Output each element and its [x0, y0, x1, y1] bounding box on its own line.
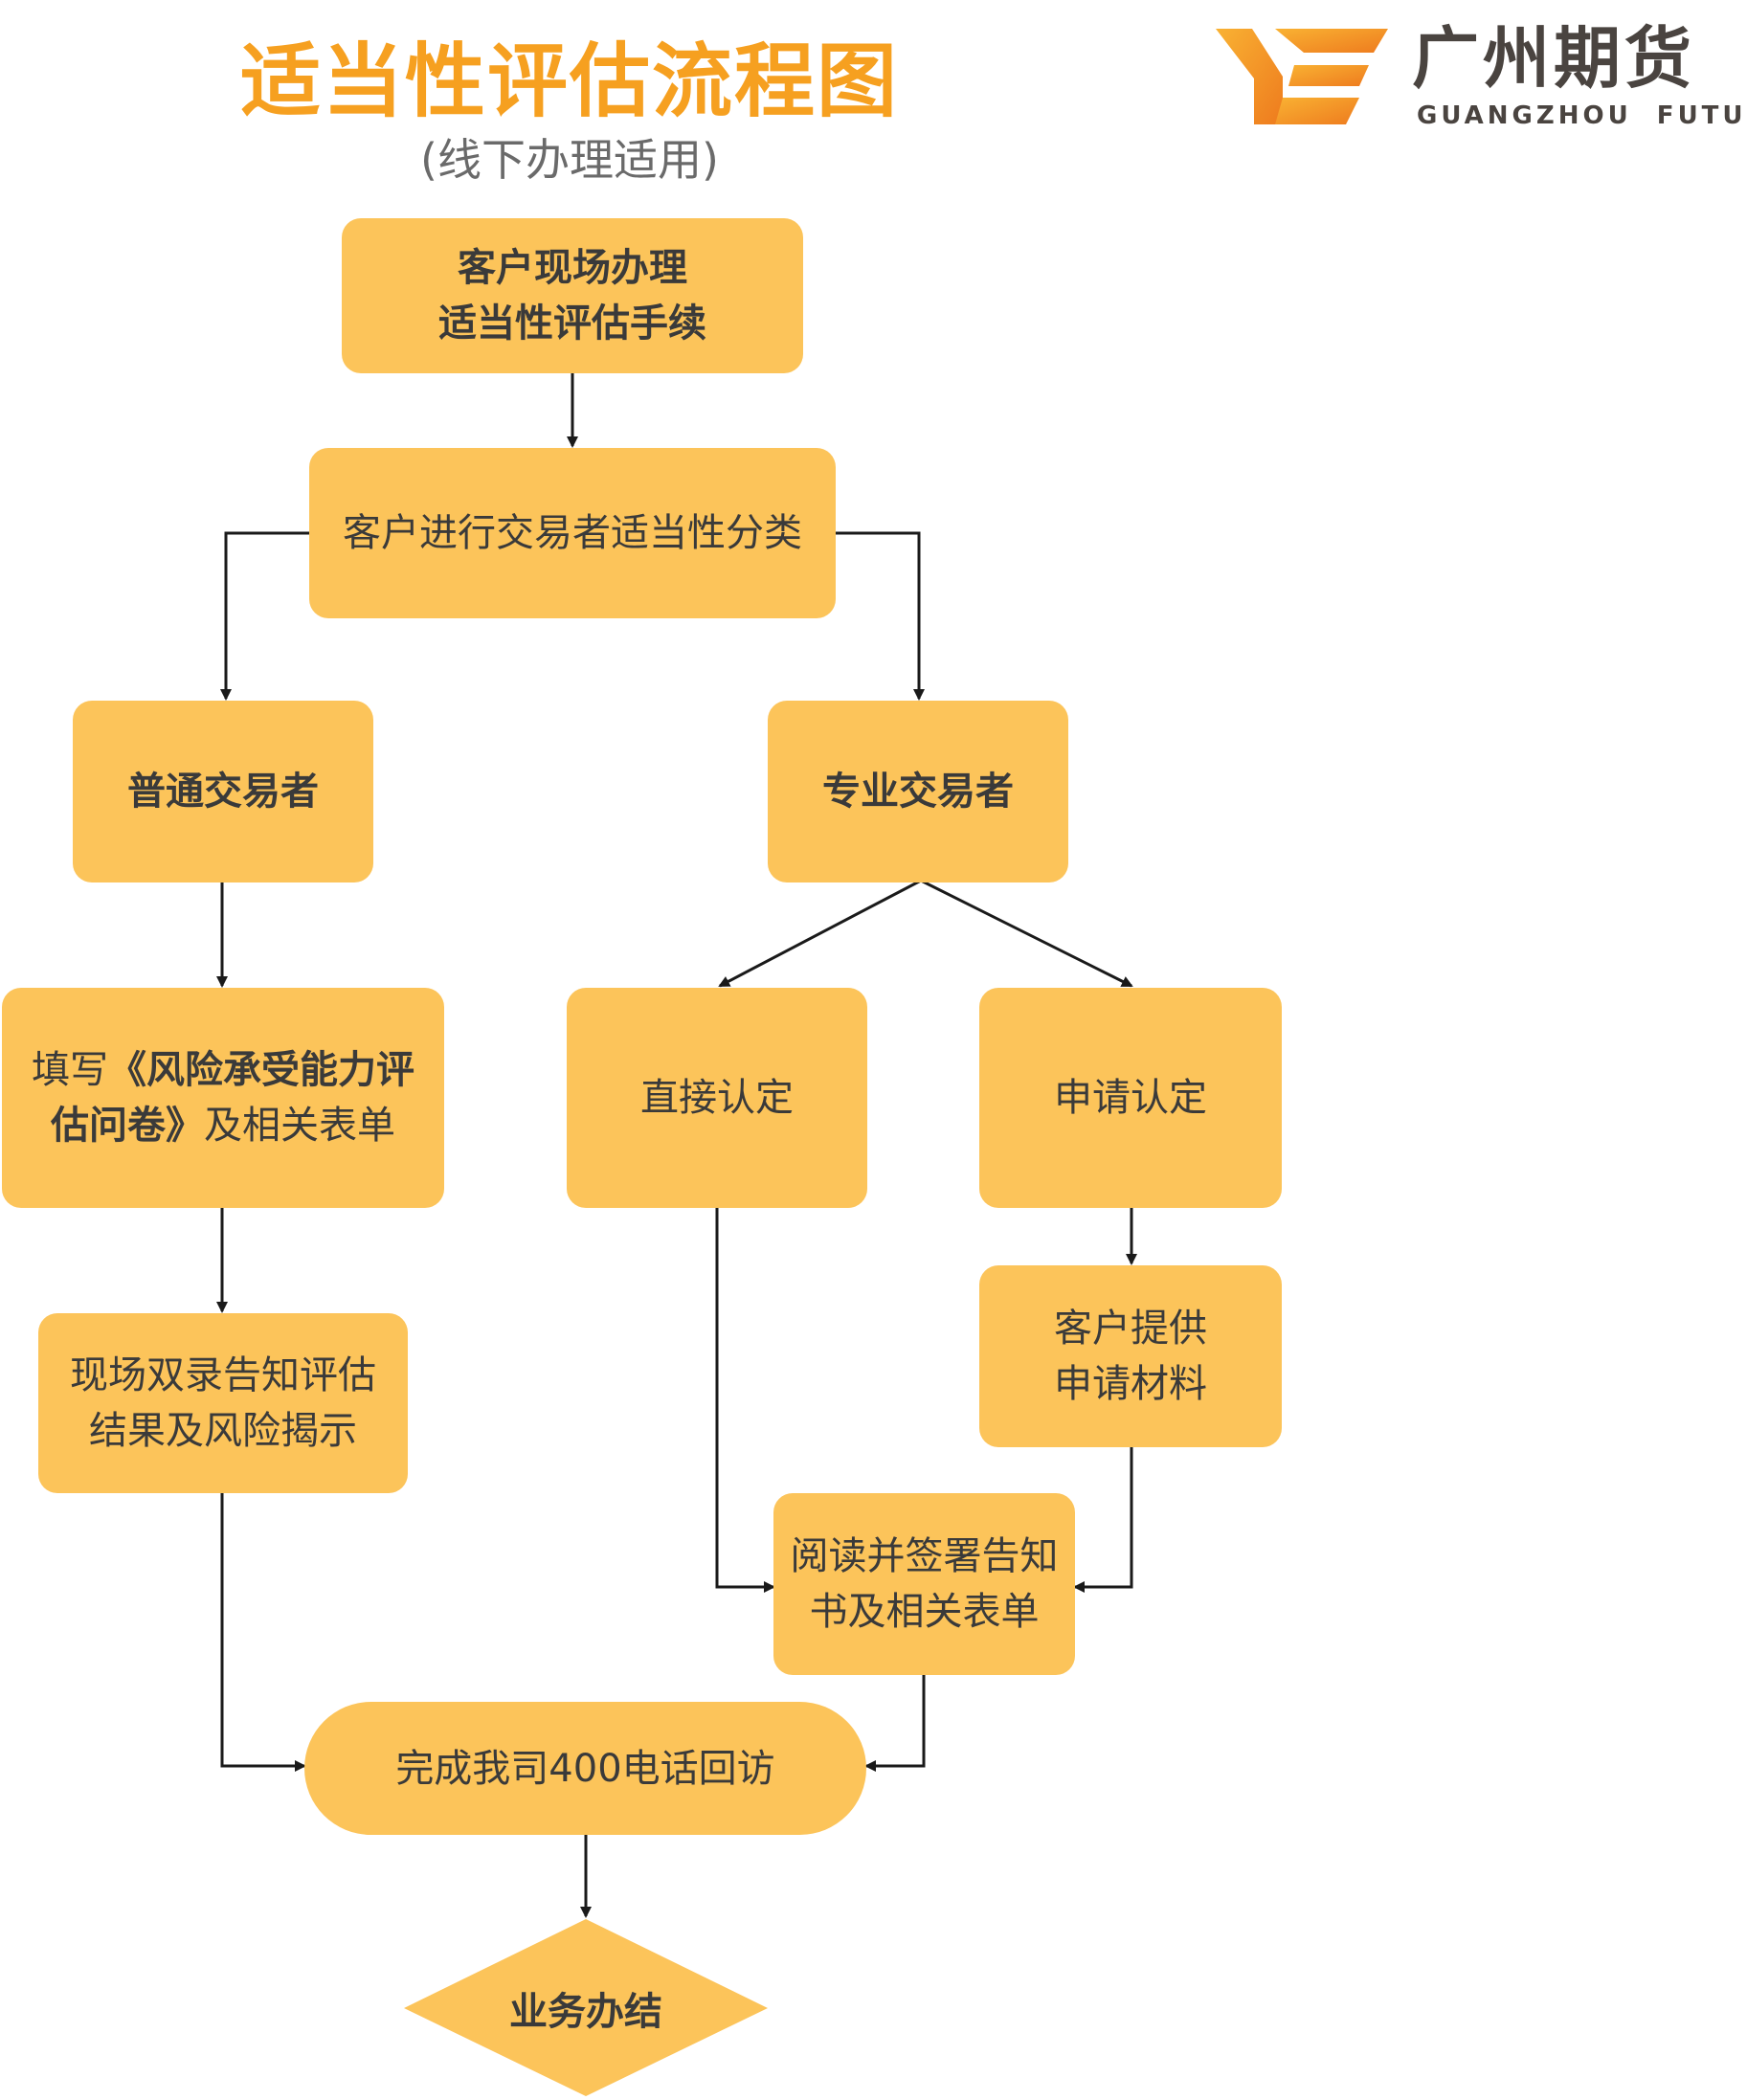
node-normal-investor: 普通交易者 [73, 701, 373, 882]
node-apply-confirm-label: 申请认定 [1054, 1076, 1207, 1120]
node-fill-line2: 估问卷》及相关表单 [51, 1098, 395, 1153]
arrow-sign-to-callback [864, 1675, 926, 1772]
arrow-professional-to-apply [920, 879, 1133, 988]
node-classify-label: 客户进行交易者适当性分类 [343, 511, 802, 555]
arrow-record-to-callback [220, 1493, 306, 1772]
node-direct-confirm: 直接认定 [567, 988, 867, 1208]
node-professional-investor: 专业交易者 [768, 701, 1068, 882]
node-start-line1: 客户现场办理 [458, 246, 687, 290]
arrow-classify-to-professional [836, 531, 925, 701]
arrow-professional-to-direct [718, 879, 922, 988]
page-title: 适当性评估流程图 [239, 34, 899, 128]
node-start: 客户现场办理 适当性评估手续 [342, 218, 803, 373]
node-onsite-record: 现场双录告知评估 结果及风险揭示 [38, 1313, 408, 1493]
page-subtitle: (线下办理适用) [420, 134, 719, 186]
node-phone-callback-label: 完成我司400电话回访 [395, 1746, 775, 1791]
node-sign-notice: 阅读并签署告知 书及相关表单 [773, 1493, 1075, 1675]
node-record-line1: 现场双录告知评估 [70, 1353, 376, 1397]
node-fill-bold-line1: 《风险承受能力评 [108, 1048, 414, 1092]
arrow-direct-to-sign [715, 1208, 775, 1593]
node-done-label: 业务办结 [509, 1990, 662, 2034]
node-normal-investor-label: 普通交易者 [127, 770, 319, 814]
node-sign-line2: 书及相关表单 [809, 1590, 1040, 1634]
arrow-provide-to-sign [1073, 1447, 1133, 1593]
node-phone-callback: 完成我司400电话回访 [304, 1702, 866, 1835]
arrow-classify-to-normal [220, 531, 309, 701]
company-logo: 广州期货 GUANGZHOU FUTURES [1216, 19, 1747, 144]
node-fill-bold-line2: 估问卷》 [51, 1104, 204, 1148]
node-provide-line1: 客户提供 [1054, 1307, 1207, 1351]
node-start-line2: 适当性评估手续 [438, 302, 706, 346]
node-fill-questionnaire: 填写《风险承受能力评 估问卷》及相关表单 [2, 988, 444, 1208]
node-fill-line1: 填写《风险承受能力评 [32, 1042, 414, 1098]
logo-name-en: GUANGZHOU FUTURES [1417, 101, 1747, 130]
node-provide-line2: 申请材料 [1054, 1362, 1207, 1406]
node-direct-confirm-label: 直接认定 [640, 1076, 794, 1120]
node-classify: 客户进行交易者适当性分类 [309, 448, 836, 618]
node-record-line2: 结果及风险揭示 [89, 1409, 357, 1453]
node-fill-prefix: 填写 [32, 1048, 108, 1092]
node-fill-suffix: 及相关表单 [204, 1104, 395, 1148]
node-sign-line1: 阅读并签署告知 [790, 1534, 1059, 1578]
logo-name-cn: 广州期货 [1412, 19, 1695, 98]
done-diamond-shape [404, 1919, 768, 2096]
node-provide-materials: 客户提供 申请材料 [979, 1265, 1282, 1447]
logo-mark-icon [1216, 29, 1388, 124]
node-apply-confirm: 申请认定 [979, 988, 1282, 1208]
node-professional-investor-label: 专业交易者 [822, 770, 1014, 814]
